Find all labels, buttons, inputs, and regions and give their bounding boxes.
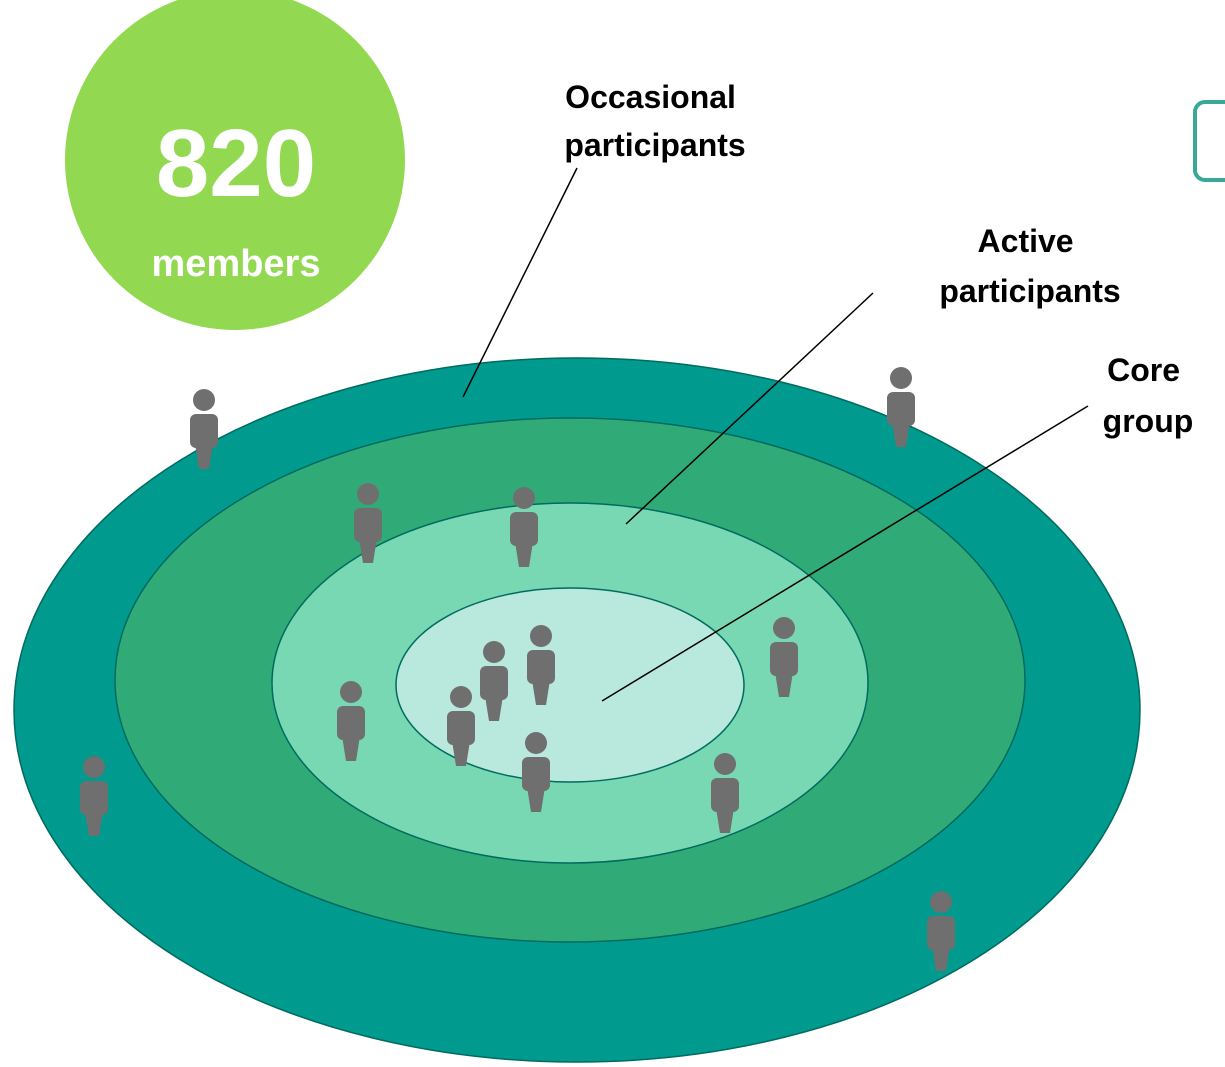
label-occasional: Occasional participants (564, 79, 745, 163)
person-icon (510, 487, 538, 567)
person-icon (354, 483, 382, 563)
person-icon (190, 389, 218, 469)
leader-active (625, 292, 874, 525)
person-icon (337, 681, 365, 761)
label-core-line1: Core (1107, 352, 1180, 388)
person-icon (711, 753, 739, 833)
label-occasional-line2: participants (564, 127, 745, 163)
person-icon (447, 686, 475, 766)
person-icon (522, 732, 550, 812)
ring-core (395, 587, 745, 783)
member-count-badge: 820 members (65, 0, 405, 330)
member-count: 820 (156, 110, 316, 217)
label-active-line2: participants (939, 273, 1120, 309)
person-icon (527, 625, 555, 705)
person-icon (480, 641, 508, 721)
person-icon (770, 617, 798, 697)
label-core-line2: group (1103, 403, 1194, 439)
leader-occasional (462, 167, 578, 398)
label-active-line1: Active (978, 223, 1074, 259)
label-core: Core group (1103, 352, 1194, 439)
label-active: Active participants (939, 223, 1120, 309)
edge-box (1193, 100, 1225, 182)
member-unit-label: members (152, 243, 321, 285)
label-occasional-line1: Occasional (565, 79, 736, 115)
leader-core (601, 405, 1089, 702)
badge-circle (65, 0, 405, 330)
people-group (80, 367, 955, 971)
person-icon (927, 891, 955, 971)
person-icon (887, 367, 915, 447)
person-icon (80, 756, 108, 836)
